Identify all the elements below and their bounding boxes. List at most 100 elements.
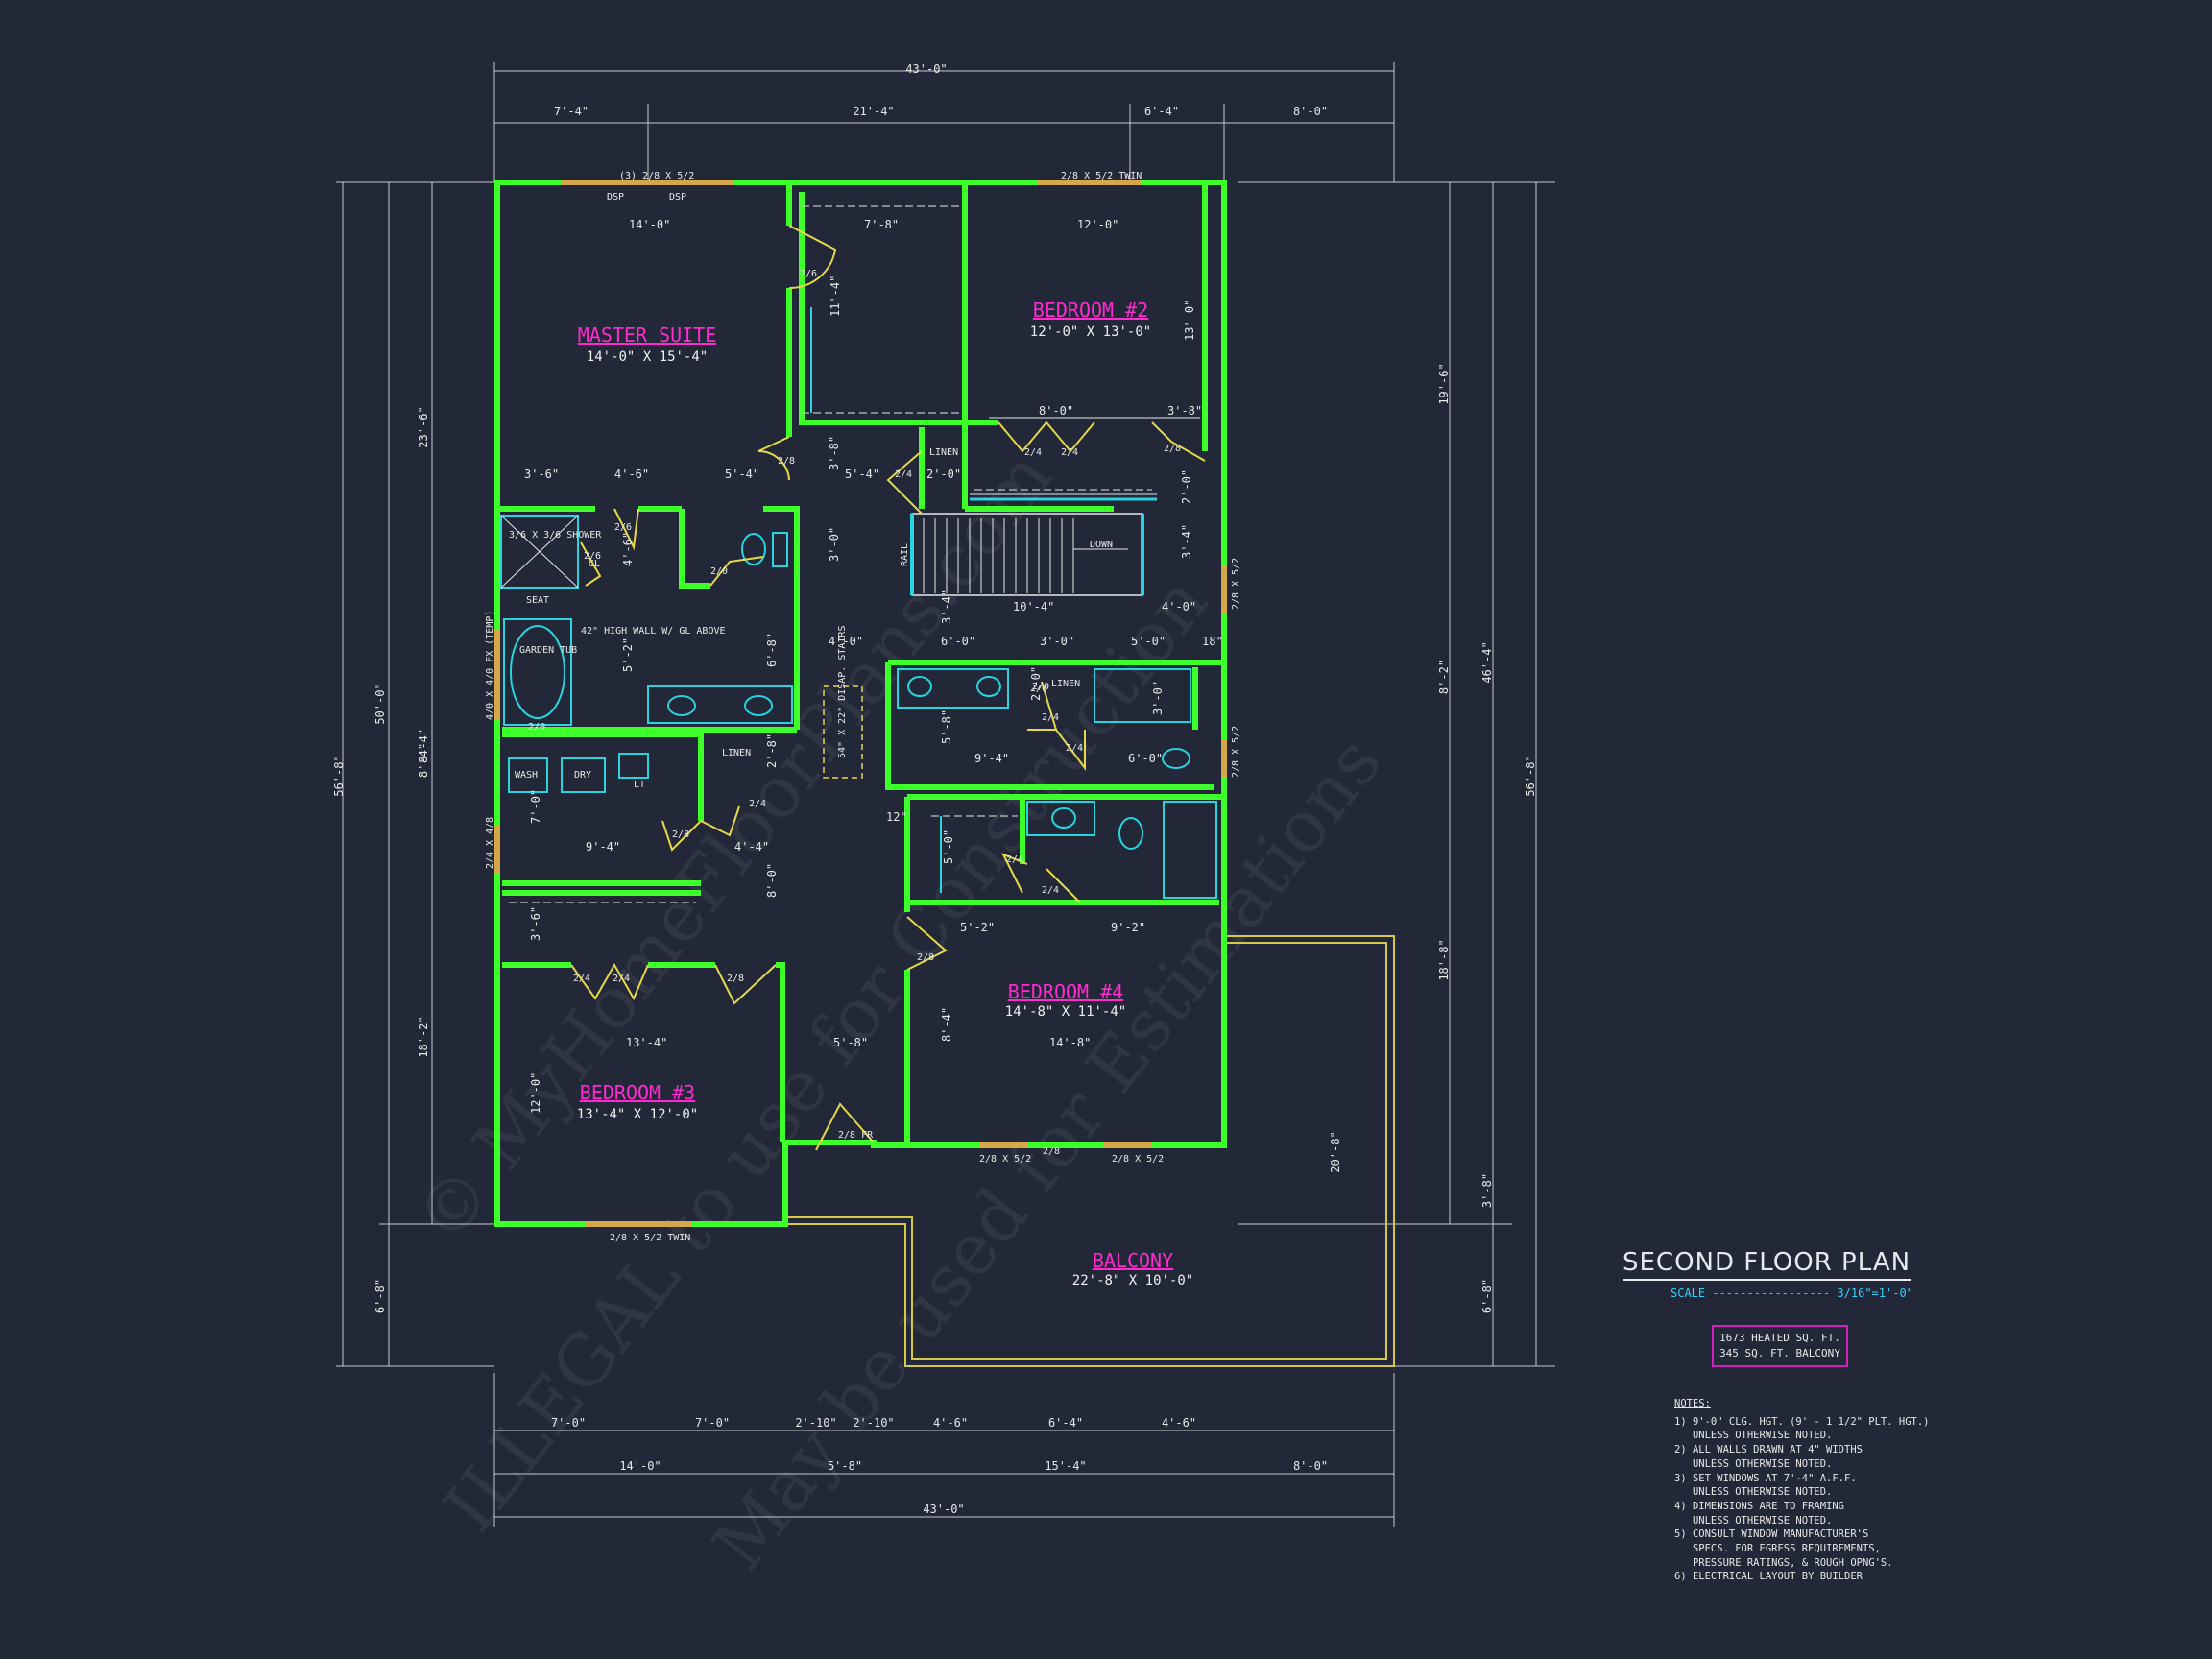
int-dim-47: 8'-4" <box>940 1007 953 1042</box>
scale-label: SCALE <box>1671 1286 1706 1300</box>
int-dim-38: 12" <box>886 810 907 824</box>
bath3-tub <box>1163 801 1217 899</box>
left-dim-inner-1: 23'-6" <box>417 406 430 447</box>
stair-down-label: DOWN <box>1090 540 1113 550</box>
bottom-dim-r2-3: 15'-4" <box>1045 1459 1086 1473</box>
top-dimensions: 43'-0" 7'-4" 21'-4" 6'-4" 8'-0" <box>493 62 1395 182</box>
bath3-vanity <box>1026 801 1095 836</box>
window-label-4: 2/8 X 5/2 TWIN <box>1061 171 1142 181</box>
attic-stairs <box>823 685 863 779</box>
door-label-14: 2/8 <box>672 830 689 840</box>
int-dim-22: 3'-4" <box>940 589 953 624</box>
door-label-4: 2/4 <box>1024 447 1042 458</box>
door-label-19: 2/4 <box>573 974 590 984</box>
top-dim-1: 7'-4" <box>554 105 589 118</box>
top-dim-2: 21'-4" <box>853 105 894 118</box>
lt-label: LT <box>634 780 645 790</box>
note-1: 1) 9'-0" CLG. HGT. (9' - 1 1/2" PLT. HGT… <box>1674 1415 1930 1442</box>
stair: DOWN RAIL <box>900 493 1157 596</box>
bottom-dim-r2-4: 8'-0" <box>1293 1459 1328 1473</box>
right-dim-inner-2: 8'-2" <box>1437 660 1451 694</box>
int-dim-46: 14'-8" <box>1049 1036 1091 1049</box>
right-dim-inner-1: 19'-6" <box>1437 363 1451 404</box>
int-dim-6: 3'-6" <box>524 468 559 481</box>
plan-scale: SCALE ----------------- 3/16"=1'-0" <box>1671 1286 1939 1300</box>
hall-tub <box>1094 668 1191 723</box>
door-label-20: 2/4 <box>613 974 630 984</box>
notes: NOTES: 1) 9'-0" CLG. HGT. (9' - 1 1/2" P… <box>1674 1397 1982 1584</box>
int-dim-43: 3'-6" <box>529 906 542 941</box>
int-dim-11: 2'-0" <box>926 468 961 481</box>
master-suite-name: MASTER SUITE <box>578 324 717 347</box>
door-label-15: 2/4 <box>749 799 766 809</box>
left-dim-outer-1: 50'-0" <box>373 683 387 724</box>
window-label-2: DSP <box>607 192 624 203</box>
int-dim-19: 6'-8" <box>765 633 779 667</box>
washer <box>508 757 548 793</box>
int-dim-35: 7'-0" <box>529 789 542 824</box>
int-dim-9: 3'-8" <box>828 436 841 470</box>
int-dim-23: 4'-0" <box>829 635 863 648</box>
int-dim-24: 6'-0" <box>941 635 975 648</box>
left-dimensions: 56'-8" 50'-0" 6'-8" 23'-6" 8'-4" 18'-2" <box>332 181 494 1367</box>
int-dim-28: 2'-0" <box>1029 666 1043 701</box>
seat-label: SEAT <box>526 595 549 606</box>
garden-tub <box>510 625 565 719</box>
int-dim-3: 12'-0" <box>1077 218 1118 231</box>
linen-label-3: LINEN <box>722 748 751 758</box>
room-labels: MASTER SUITE 14'-0" X 15'-4" BEDROOM #2 … <box>577 299 1193 1288</box>
balcony-depth-dim: 20'-8" <box>1329 1131 1342 1172</box>
int-dim-20: 10'-4" <box>1013 600 1054 613</box>
bottom-dim-overall: 43'-0" <box>923 1503 964 1516</box>
right-dim-outer-2: 3'-8" <box>1480 1173 1494 1208</box>
int-dim-1: 14'-0" <box>629 218 670 231</box>
heated-area: 1673 HEATED SQ. FT. <box>1719 1332 1840 1344</box>
int-dim-16: 4'-6" <box>621 532 635 566</box>
bedroom-4-size: 14'-8" X 11'-4" <box>1005 1004 1126 1020</box>
top-dim-overall: 43'-0" <box>905 62 947 76</box>
right-dimensions: 56'-8" 46'-4" 3'-8" 6'-8" 19'-6" 8'-2" 1… <box>1238 181 1555 1367</box>
note-6: 6) ELECTRICAL LAYOUT BY BUILDER <box>1674 1571 1863 1583</box>
int-dim-15: 3'-4" <box>1180 524 1193 559</box>
top-dim-4: 8'-0" <box>1293 105 1328 118</box>
windows: (3) 2/8 X 5/2 DSP DSP 2/8 X 5/2 TWIN 2/8… <box>485 171 1241 1243</box>
bath3-toilet <box>1118 817 1143 850</box>
bottom-dim-r1-3: 2'-10" <box>795 1416 836 1430</box>
shower-label: 3/6 X 3/6 SHOWER <box>509 530 602 541</box>
int-dim-5: 13'-0" <box>1183 300 1196 341</box>
door-label-7: 2/6 <box>614 522 632 533</box>
window-label-1: (3) 2/8 X 5/2 <box>619 171 694 181</box>
int-dim-39: 5'-0" <box>942 830 955 864</box>
door-label-9: 2/6 <box>584 551 601 562</box>
door-label-18: 2/8 <box>727 974 744 984</box>
door-label-5: 2/4 <box>1061 447 1078 458</box>
bedroom-3-size: 13'-4" X 12'-0" <box>577 1107 698 1122</box>
gl-label: GL <box>589 559 600 569</box>
right-dim-overall: 56'-8" <box>1524 755 1537 796</box>
int-dim-17: 3'-0" <box>828 527 841 562</box>
int-dim-14: 2'-0" <box>1180 469 1193 504</box>
int-dim-29: 3'-0" <box>1151 681 1165 715</box>
scale-value: 3/16"=1'-0" <box>1837 1286 1913 1300</box>
linen-label-1: LINEN <box>929 447 958 458</box>
bedroom-4-name: BEDROOM #4 <box>1008 980 1123 1003</box>
bottom-dimensions: 7'-0" 7'-0" 2'-10" 2'-10" 4'-6" 6'-4" 4'… <box>493 1373 1395 1527</box>
door-label-2: 2/8 <box>778 456 795 467</box>
int-dim-12: 8'-0" <box>1039 404 1073 418</box>
window-label-11: 4/0 X 4/0 FX (TEMP) <box>485 611 495 720</box>
door-label-16: 2/4 <box>1006 854 1023 865</box>
window-label-10: 2/4 X 4/8 <box>485 817 495 869</box>
bottom-dim-r1-1: 7'-0" <box>551 1416 586 1430</box>
right-dim-outer-1: 46'-4" <box>1480 641 1494 683</box>
door-label-10: 2/0 <box>528 722 545 733</box>
door-label-13: 2/4 <box>1066 743 1083 754</box>
master-suite-size: 14'-0" X 15'-4" <box>587 349 708 365</box>
window-label-3: DSP <box>669 192 686 203</box>
door-label-17: 2/4 <box>1042 885 1059 896</box>
note-3: 3) SET WINDOWS AT 7'-4" A.F.F. UNLESS OT… <box>1674 1472 1857 1499</box>
door-label-24: 2/0 <box>1032 682 1049 692</box>
fixtures: 3/6 X 3/6 SHOWER SEAT GARDEN TUB 42" HIG… <box>500 205 1217 903</box>
int-dim-42: 8'-0" <box>765 863 779 898</box>
area-box: 1673 HEATED SQ. FT. 345 SQ. FT. BALCONY <box>1712 1325 1848 1367</box>
